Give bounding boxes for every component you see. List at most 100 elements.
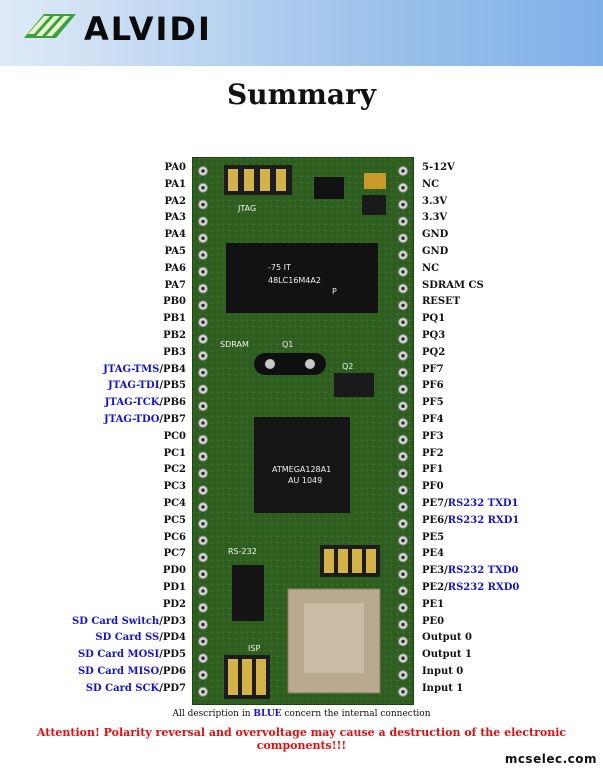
pin-hole-center [401,303,405,308]
pin-hole-center [201,572,205,576]
right-pin-label: 3.3V [422,210,519,227]
pin-hole-center [201,169,205,173]
pin-blue-text: RS232 RXD0 [447,581,520,593]
pin-hole-center [401,219,405,224]
capacitor [364,173,386,189]
left-pin-label: SD Card SS/PD4 [72,630,186,647]
pin-black-text: Output 0 [422,632,472,644]
pin-hole-center [201,219,205,224]
pin-blue-text: JTAG-TDI [108,380,160,392]
pin-black-text: PE0 [422,615,445,627]
left-pin-label: PC0 [72,429,186,446]
right-pin-label: Input 0 [422,664,519,681]
right-pin-label: PE2/RS232 RXD0 [422,580,519,597]
pin-black-text: PB1 [163,313,186,325]
pin-black-text: PE3/ [422,565,448,577]
pin-hole-center [401,370,405,375]
pin-hole-center [401,555,405,560]
right-pin-label: GND [422,227,519,244]
right-pin-label: PQ2 [422,345,519,362]
pin-hole-center [401,186,405,190]
pin-hole-center [401,522,405,526]
pin-black-text: PQ3 [422,329,446,341]
right-pin-label: SDRAM CS [422,278,519,295]
pin-black-text: PA7 [164,279,186,291]
left-pin-header [198,166,208,697]
left-pin-label: PC3 [72,479,186,496]
pin-black-text: PA3 [164,212,186,224]
right-pin-label: 5-12V [422,160,519,177]
pcb-board-photo: JTAG -75 IT 48LC16M4A2 P SDRAM Q1 Q2 ATM… [192,157,414,705]
pin-black-text: PF6 [422,380,444,392]
pin-hole-center [401,454,405,459]
left-pin-label: JTAG-TMS/PB4 [72,362,186,379]
pin-hole-center [401,589,405,593]
pin-hole-center [401,488,405,493]
pin-hole-center [201,690,205,694]
pin-black-text: PC7 [163,548,186,560]
pin-hole-center [201,320,205,324]
voltage-regulator [314,177,344,199]
pin-hole-center [401,337,405,341]
pin-hole-center [201,606,205,610]
pin-hole-center [201,286,205,291]
page-title: Summary [227,78,376,111]
pin-black-text: /PB5 [159,380,186,392]
pin-blue-text: SD Card SS [95,632,160,644]
e-jumper-header [320,545,380,577]
pin-black-text: 5-12V [422,162,455,173]
left-pin-label: PB3 [72,345,186,362]
pin-hole-center [201,303,205,308]
pin-hole-center [401,639,405,644]
pin-hole-center [201,622,205,627]
sdram-marking-2: 48LC16M4A2 [268,276,321,285]
pin-hole-center [401,169,405,173]
right-pin-label: PF0 [422,479,519,496]
pin-black-text: Input 0 [422,665,464,677]
left-pin-label: PC7 [72,546,186,563]
left-pin-label: SD Card MISO/PD6 [72,664,186,681]
pin-black-text: PF3 [422,430,444,442]
pin-black-text: PF0 [422,481,444,493]
left-pin-label: JTAG-TDI/PB5 [72,378,186,395]
pin-blue-text: SD Card Switch [72,615,160,627]
right-pin-label: PF6 [422,378,519,395]
right-pin-label: NC [422,261,519,278]
left-pin-label: PA7 [72,278,186,295]
pin-hole-center [201,673,205,677]
pin-hole-center [401,656,405,660]
label-jtag: JTAG [237,204,256,213]
left-pin-label: PB1 [72,311,186,328]
pin-hole-center [401,606,405,610]
pin-black-text: PQ1 [422,313,446,325]
description-note: All description in BLUE concern the inte… [0,709,603,719]
pin-black-text: PC3 [163,481,186,493]
pin-hole-center [401,286,405,291]
pin-hole-center [201,387,205,392]
alvidi-logo-icon [24,14,76,38]
pin-black-text: PA6 [164,262,186,274]
note-blue-word: BLUE [253,709,282,719]
pin-hole-center [201,337,205,341]
left-pin-label: PC4 [72,496,186,513]
left-pin-label: PB2 [72,328,186,345]
mcu-chip [254,417,350,513]
pin-hole-center [201,270,205,274]
pin-black-text: PQ2 [422,346,446,358]
left-pin-label: JTAG-TCK/PB6 [72,395,186,412]
right-pin-label: PE4 [422,546,519,563]
left-pin-label: SD Card SCK/PD7 [72,681,186,698]
pin-black-text: PE2/ [422,581,448,593]
pin-hole-center [401,320,405,324]
mcu-marking-1: ATMEGA128A1 [272,465,331,474]
pin-black-text: PC0 [163,430,186,442]
label-sdram: SDRAM [220,340,249,349]
left-pin-label: PA0 [72,160,186,177]
pin-hole-center [401,354,405,358]
pin-black-text: PF4 [422,413,444,425]
pin-black-text: PA0 [164,162,186,173]
pin-black-text: /PD7 [159,682,186,694]
pin-hole-center [201,589,205,593]
pin-black-text: SDRAM CS [422,279,484,291]
right-pin-label: NC [422,177,519,194]
